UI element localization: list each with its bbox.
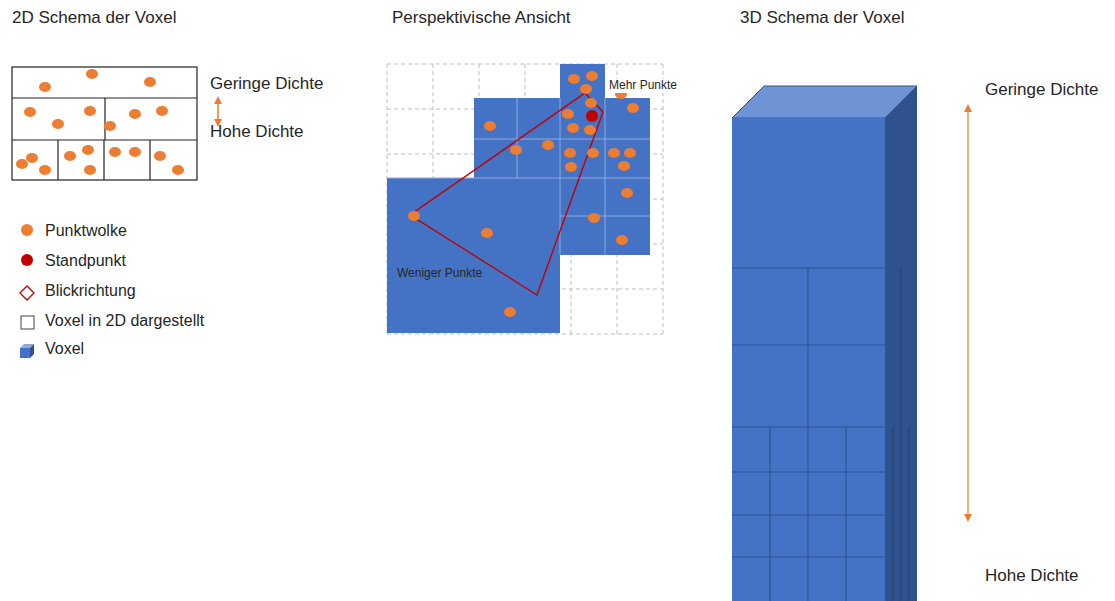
legend-text: Punktwolke — [45, 222, 127, 240]
density-arrow — [967, 108, 968, 518]
density-label: Hohe Dichte — [210, 122, 304, 142]
voxel-perspective — [387, 64, 663, 334]
legend-samples — [20, 286, 34, 358]
voxel-2d-schema — [12, 67, 197, 180]
heading: Perspektivische Ansicht — [392, 8, 571, 28]
heading: 3D Schema der Voxel — [740, 8, 904, 28]
point-cloud — [16, 69, 184, 175]
legend-text: Standpunkt — [45, 252, 126, 270]
density-label: Hohe Dichte — [985, 566, 1079, 586]
voxel-3d-tower — [732, 86, 917, 601]
legend-text: Blickrichtung — [45, 282, 136, 300]
view-label: Weniger Punkte — [395, 267, 484, 281]
view-label: Mehr Punkte — [607, 79, 679, 93]
legend-text: Voxel in 2D dargestellt — [45, 312, 204, 330]
density-label: Geringe Dichte — [985, 80, 1098, 100]
density-arrow — [217, 100, 219, 123]
heading: 2D Schema der Voxel — [12, 8, 176, 28]
density-label: Geringe Dichte — [210, 74, 323, 94]
legend-swatch — [21, 254, 33, 266]
legend-swatch — [21, 224, 33, 236]
legend-text: Voxel — [45, 340, 84, 358]
